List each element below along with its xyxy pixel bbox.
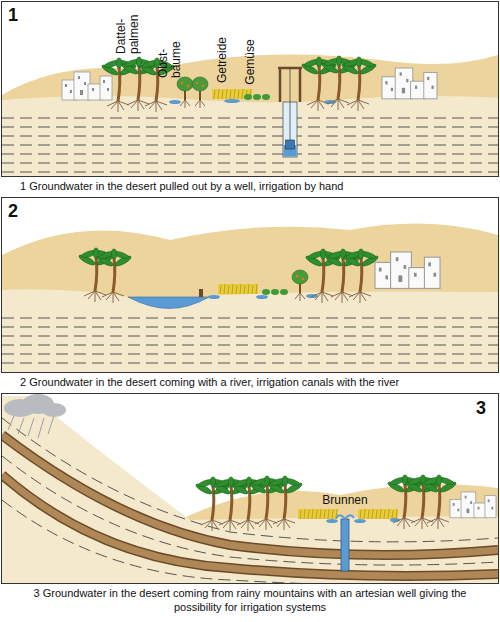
plant-label: Obst- bäume [157, 34, 182, 78]
panel-caption: 3 Groundwater in the desert coming from … [10, 587, 490, 615]
well-label: Brunnen [322, 493, 367, 508]
panel-caption: 2 Groundwater in the desert coming with … [20, 376, 490, 390]
panel-number: 2 [8, 200, 18, 223]
crop-label: Gemüse [244, 39, 257, 84]
panel-number: 1 [8, 4, 18, 27]
panel-caption: 1 Groundwater in the desert pulled out b… [20, 180, 490, 194]
plant-label: Dattel- palmen [115, 8, 140, 54]
panel-number: 3 [476, 397, 486, 420]
crop-label: Getreide [216, 37, 229, 83]
